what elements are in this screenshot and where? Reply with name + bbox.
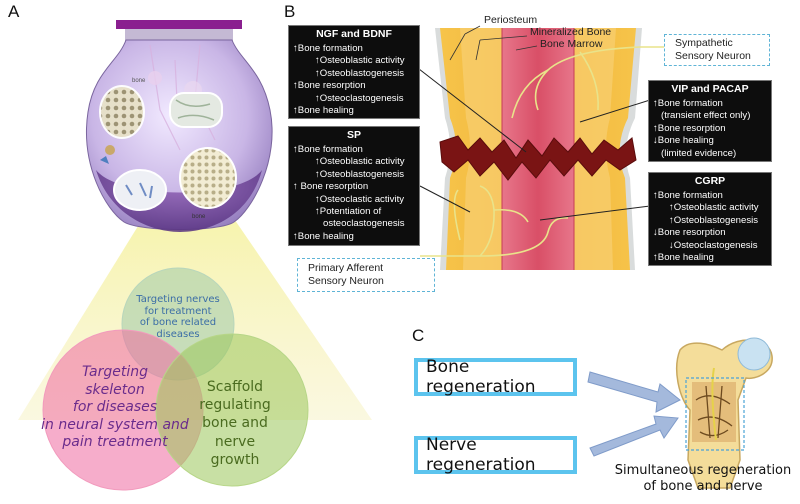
arrow-icon — [587, 371, 681, 457]
afferent-label-line: Sensory Neuron — [308, 274, 384, 287]
cgrp-line: ↑Osteoblastogenesis — [669, 214, 759, 226]
mineralized-bone-label: Mineralized Bone — [530, 26, 612, 38]
cell-bubble — [113, 169, 167, 211]
cgrp-box: CGRP ↑Bone formation ↑Osteoblastic activ… — [648, 172, 772, 266]
cgrp-line: ↓Osteoclastogenesis — [669, 239, 758, 251]
bone-marrow-label: Bone Marrow — [540, 38, 603, 50]
venn-text-skeleton: Targeting skeleton for diseases in neura… — [30, 364, 200, 452]
ngf-bdnf-box: NGF and BDNF ↑Bone formation ↑Osteoblast… — [288, 25, 420, 119]
sp-line: ↑Osteoblastogenesis — [315, 168, 405, 180]
ngf-line: ↑Osteoclastogenesis — [315, 92, 404, 104]
venn-skeleton-line: Targeting — [81, 364, 149, 380]
cgrp-line: ↑Osteoblastic activity — [669, 202, 759, 214]
ngf-line: ↑Bone formation — [293, 42, 363, 54]
ngf-line: ↑Osteoblastic activity — [315, 55, 405, 67]
nerve-regeneration-box: Nerve regeneration — [414, 435, 577, 475]
vip-line: ↑Bone formation — [653, 97, 723, 109]
panel-a-illustration: bone bone — [18, 20, 372, 491]
cgrp-line: ↓Bone resorption — [653, 227, 726, 239]
sp-title: SP — [346, 129, 361, 141]
bone-regeneration-box: Bone regeneration — [414, 357, 577, 397]
fracture-line — [439, 135, 637, 181]
venn-scaffold-line: bone and nerve — [202, 415, 268, 450]
afferent-label-line: Primary Afferent — [308, 262, 384, 274]
sympathetic-neuron-box: Sympathetic Sensory Neuron — [664, 34, 770, 66]
bulb-label-1: bone — [132, 78, 146, 84]
venn-circle-scaffold — [155, 333, 309, 487]
sp-line: ↑Osteoclastic activity — [315, 193, 405, 205]
periosteum-label: Periosteum — [484, 14, 538, 26]
venn-text-scaffold: Scaffold regulating bone and nerve growt… — [180, 378, 290, 469]
sp-line: ↑Osteoblastic activity — [315, 156, 405, 168]
caption-line: Simultaneous regeneration — [614, 463, 792, 478]
ngf-line: ↑Osteoblastogenesis — [315, 67, 405, 79]
panel-label-b: B — [284, 2, 296, 21]
ngf-line: ↑Bone healing — [293, 104, 354, 116]
ngf-title: NGF and BDNF — [316, 28, 392, 40]
bulb-label-2: bone — [192, 214, 206, 220]
bone-cross-section — [405, 25, 687, 281]
venn-nerves-line: of bone related — [139, 317, 217, 328]
venn-nerves-line: diseases — [156, 328, 200, 340]
cgrp-line: ↑Bone healing — [653, 251, 714, 263]
sp-line: ↑ Bone resorption — [293, 181, 369, 193]
venn-skeleton-line: for diseases — [72, 399, 158, 415]
cgrp-title: CGRP — [694, 175, 726, 187]
vip-title: VIP and PACAP — [671, 83, 749, 95]
venn-skeleton-line: in neural system and — [41, 416, 189, 433]
ngf-line: ↑Bone resorption — [293, 80, 366, 92]
venn-skeleton-line: pain treatment — [62, 434, 168, 450]
cgrp-line: ↑Bone formation — [653, 189, 723, 201]
sp-box: SP ↑Bone formation ↑Osteoblastic activit… — [288, 126, 420, 246]
venn-nerves-line: Targeting nerves — [136, 294, 220, 305]
venn-text-nerves: Targeting nerves for treatment of bone r… — [118, 294, 238, 340]
venn-nerves-line: for treatment — [144, 305, 212, 317]
bone-scaffold-bubble-2 — [179, 147, 237, 209]
panel-label-a: A — [8, 2, 20, 21]
bulb-cap — [116, 20, 242, 29]
primary-afferent-neuron-box: Primary Afferent Sensory Neuron — [297, 258, 435, 292]
venn-scaffold-line: regulating — [199, 397, 271, 414]
bone-scaffold-bubble-1 — [99, 85, 145, 139]
sp-line: ↑Potentiation of — [315, 205, 382, 217]
venn-scaffold-line: Scaffold — [206, 379, 264, 395]
sp-line: osteoclastogenesis — [323, 218, 405, 230]
panel-c-illustration — [587, 337, 773, 489]
panel-label-c: C — [412, 326, 425, 345]
vip-line: (limited evidence) — [661, 147, 737, 159]
caption-line: of bone and nerve — [643, 478, 763, 494]
vip-line: (transient effect only) — [661, 110, 751, 122]
bone-regeneration-label: Bone regeneration — [426, 357, 536, 397]
sympathetic-label-line: Sensory Neuron — [675, 49, 751, 62]
venn-scaffold-line: growth — [210, 451, 260, 468]
vip-line: ↑Bone resorption — [653, 122, 726, 134]
vip-line: ↓Bone healing — [653, 135, 714, 147]
microscopy-bubble — [169, 92, 223, 128]
nerve-fibers — [420, 46, 680, 257]
regeneration-caption: Simultaneous regeneration of bone and ne… — [608, 463, 798, 494]
sp-line: ↑Bone healing — [293, 230, 354, 242]
sp-line: ↑Bone formation — [293, 143, 363, 155]
venn-skeleton-line: skeleton — [85, 381, 145, 398]
vip-pacap-box: VIP and PACAP ↑Bone formation (transient… — [648, 80, 772, 162]
nerve-regeneration-label: Nerve regeneration — [426, 435, 536, 475]
sympathetic-label-line: Sympathetic — [675, 37, 733, 49]
